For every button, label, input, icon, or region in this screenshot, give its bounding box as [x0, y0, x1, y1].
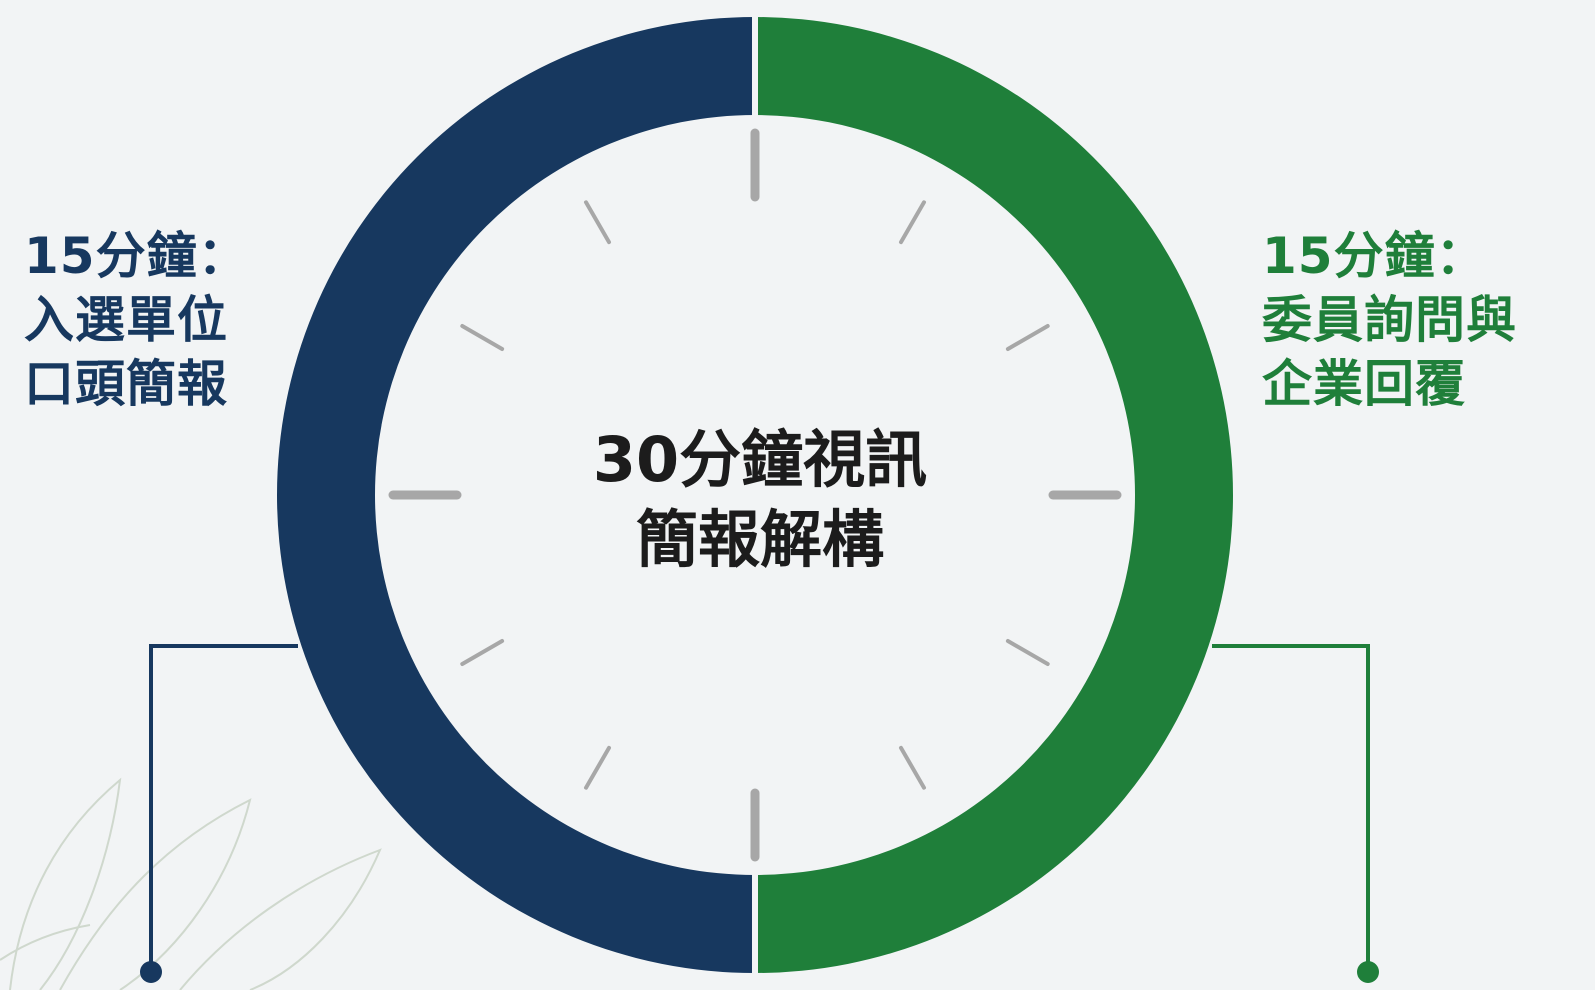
clock-minor-tick	[899, 200, 926, 245]
clock-minor-tick	[460, 324, 505, 351]
center-title: 30分鐘視訊 簡報解構	[500, 420, 1020, 580]
clock-minor-tick	[584, 200, 611, 245]
right-segment-line-1: 委員詢問與	[1262, 291, 1517, 349]
right-segment-heading: 15分鐘：	[1262, 227, 1487, 285]
center-title-line-2: 簡報解構	[635, 503, 884, 576]
left-connector-dot-icon	[140, 961, 162, 983]
left-time-segment	[277, 17, 755, 973]
right-segment-label: 15分鐘： 委員詢問與 企業回覆	[1262, 224, 1517, 416]
left-connector-line	[149, 644, 298, 972]
clock-minor-tick	[460, 639, 505, 666]
clock-minor-tick	[1005, 639, 1050, 666]
clock-minor-tick	[584, 745, 611, 790]
right-time-segment	[755, 17, 1233, 973]
right-connector-dot-icon	[1357, 961, 1379, 983]
left-segment-line-1: 入選單位	[24, 291, 228, 349]
right-segment-line-2: 企業回覆	[1262, 355, 1466, 413]
leaf-outline-icon	[0, 777, 382, 990]
clock-ticks	[388, 128, 1122, 862]
right-connector-line	[1212, 644, 1370, 972]
center-title-line-1: 30分鐘視訊	[592, 423, 928, 496]
left-segment-line-2: 口頭簡報	[24, 355, 228, 413]
clock-minor-tick	[899, 745, 926, 790]
left-segment-label: 15分鐘： 入選單位 口頭簡報	[24, 224, 249, 416]
left-segment-heading: 15分鐘：	[24, 227, 249, 285]
clock-minor-tick	[1005, 324, 1050, 351]
